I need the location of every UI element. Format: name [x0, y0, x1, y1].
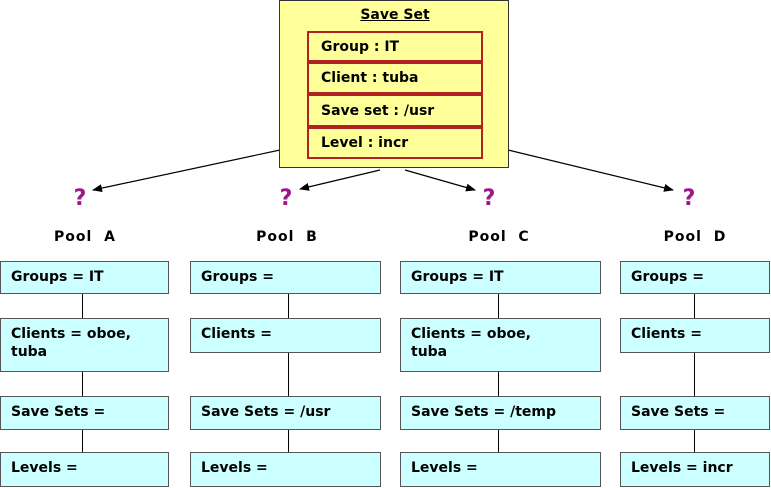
save-set-client-field: Client : tuba	[307, 62, 483, 94]
pool-a-savesets-field: Save Sets =	[0, 396, 169, 430]
pool-c-connector	[498, 372, 499, 396]
pool-b-connector	[288, 353, 289, 396]
arrow-to-pool-c	[404, 169, 476, 192]
pool-b-savesets-field: Save Sets = /usr	[190, 396, 381, 430]
save-set-level-field: Level : incr	[307, 127, 483, 159]
pool-b-question-mark: ?	[279, 186, 293, 211]
pool-c-savesets-field: Save Sets = /temp	[400, 396, 601, 430]
pool-d-clients-field: Clients =	[620, 318, 770, 353]
pool-b-connector	[288, 430, 289, 452]
pool-c-connector	[498, 294, 499, 318]
pool-a-title: Pool A	[54, 229, 116, 245]
save-set-title: Save Set	[360, 7, 430, 23]
pool-d-question-mark: ?	[682, 186, 696, 211]
pool-c-groups-field: Groups = IT	[400, 261, 601, 294]
pool-b-levels-field: Levels =	[190, 452, 381, 487]
arrow-to-pool-b	[299, 169, 381, 191]
pool-d-connector	[694, 294, 695, 318]
pool-b-groups-field: Groups =	[190, 261, 381, 294]
save-set-box: Save Set Group : IT Client : tuba Save s…	[279, 0, 509, 168]
pool-a-question-mark: ?	[73, 186, 87, 211]
pool-b-title: Pool B	[256, 229, 318, 245]
pool-a-clients-field: Clients = oboe, tuba	[0, 318, 169, 372]
pool-a-connector	[82, 294, 83, 318]
pool-a-connector	[82, 430, 83, 452]
pool-c-clients-field: Clients = oboe, tuba	[400, 318, 601, 372]
pool-a-connector	[82, 372, 83, 396]
arrow-to-pool-a	[92, 149, 281, 193]
pool-d-connector	[694, 430, 695, 452]
pool-a-groups-field: Groups = IT	[0, 261, 169, 294]
pool-d-savesets-field: Save Sets =	[620, 396, 770, 430]
pool-c-title: Pool C	[468, 229, 530, 245]
pool-d-connector	[694, 353, 695, 396]
pool-c-connector	[498, 430, 499, 452]
pool-d-groups-field: Groups =	[620, 261, 770, 294]
pool-c-levels-field: Levels =	[400, 452, 601, 487]
pool-b-clients-field: Clients =	[190, 318, 381, 353]
save-set-saveset-field: Save set : /usr	[307, 94, 483, 127]
pool-d-title: Pool D	[663, 229, 727, 245]
pool-a-levels-field: Levels =	[0, 452, 169, 487]
save-set-group-field: Group : IT	[307, 31, 483, 62]
pool-b-connector	[288, 294, 289, 318]
arrow-to-pool-d	[507, 149, 674, 192]
pool-d-levels-field: Levels = incr	[620, 452, 770, 487]
pool-c-question-mark: ?	[482, 186, 496, 211]
